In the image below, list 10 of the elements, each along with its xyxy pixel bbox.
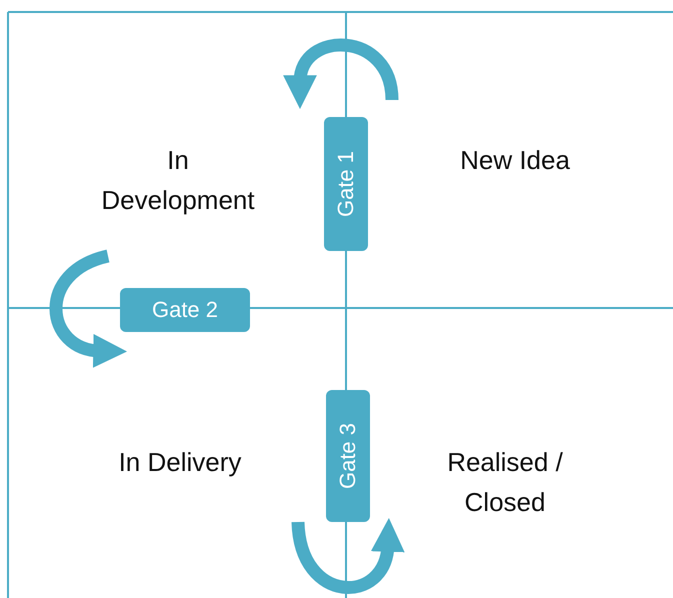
gate-box	[326, 390, 370, 522]
gate-box	[120, 288, 250, 332]
gate-label: Gate 1	[333, 150, 359, 219]
stage-label: In Delivery	[100, 442, 260, 482]
stage-label: New Idea	[440, 140, 590, 180]
gate-label: Gate 2	[150, 297, 220, 323]
stage-label: In Development	[93, 140, 263, 220]
gate-box	[324, 117, 368, 251]
stage-label: Realised / Closed	[430, 442, 580, 522]
gate-label: Gate 3	[335, 422, 361, 491]
